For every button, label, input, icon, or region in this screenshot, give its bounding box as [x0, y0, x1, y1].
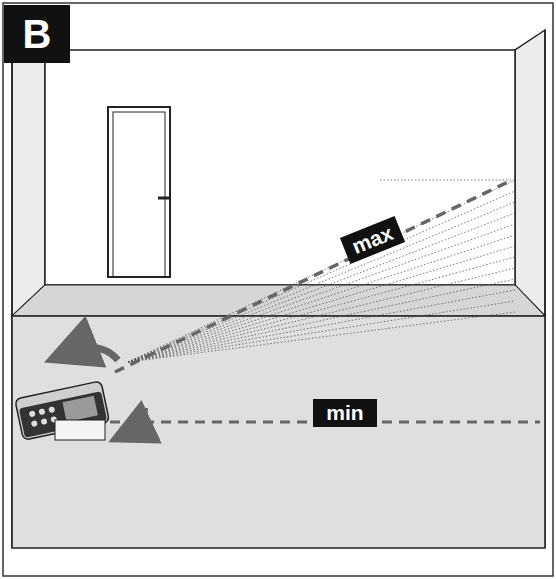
range-label: min	[313, 399, 377, 427]
figure-badge: B	[4, 5, 70, 63]
label-text: min	[326, 401, 363, 425]
label-text: B	[23, 12, 52, 57]
